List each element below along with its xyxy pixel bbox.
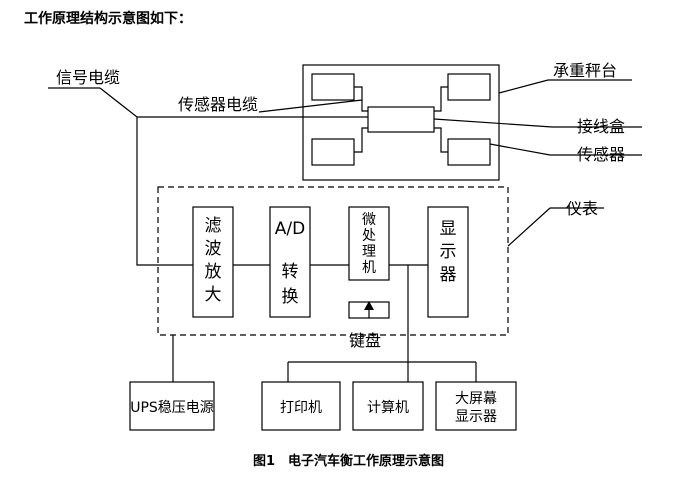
ad-char-1: 转 <box>282 262 299 282</box>
sensor-leader <box>489 143 551 156</box>
platform-frame <box>302 64 500 181</box>
sensor-box-bottom-left <box>311 138 355 166</box>
ups-label: UPS稳压电源 <box>130 400 214 416</box>
printer-label: 打印机 <box>280 399 322 416</box>
sensor-box-top-left <box>311 73 355 101</box>
platform-label: 承重秤台 <box>553 61 617 80</box>
junction-box <box>367 106 435 133</box>
signal-cable-label: 信号电缆 <box>56 68 120 87</box>
signal-cable-line <box>136 116 368 266</box>
mcu-char-2: 处 <box>362 228 376 244</box>
signal-cable-leader <box>99 87 138 118</box>
ad-label-top: A/D <box>275 219 305 239</box>
platform-leader <box>498 79 549 94</box>
junction-box-label: 接线盒 <box>577 117 625 136</box>
ad-char-2: 换 <box>282 287 299 307</box>
instrument-label: 仪表 <box>566 199 598 218</box>
display-char-1: 显 <box>440 219 457 239</box>
computer-box <box>352 381 424 431</box>
wire-sensor-bl <box>354 127 368 153</box>
filter-char-2: 波 <box>205 239 222 259</box>
instrument-enclosure <box>157 186 509 336</box>
display-char-2: 示 <box>440 242 457 262</box>
mcu-char-3: 理 <box>362 244 376 260</box>
mcu-char-1: 微 <box>362 212 376 228</box>
big-screen-box <box>435 381 517 431</box>
big-screen-label-2: 显示器 <box>455 409 497 425</box>
wire-sensor-tl <box>354 86 368 112</box>
filter-char-1: 滤 <box>205 216 222 236</box>
wire-sensor-tr <box>434 86 448 112</box>
computer-label: 计算机 <box>367 400 409 416</box>
filter-char-3: 放 <box>205 262 222 282</box>
page-heading: 工作原理结构示意图如下： <box>24 11 192 27</box>
sensor-cable-label: 传感器电缆 <box>178 95 258 114</box>
junction-leader <box>433 118 553 128</box>
microprocessor-block <box>348 206 390 281</box>
big-screen-label-1: 大屏幕 <box>455 391 497 407</box>
sensor-box-top-right <box>447 73 491 101</box>
mcu-char-4: 机 <box>362 260 376 276</box>
filter-char-4: 大 <box>205 285 222 305</box>
display-char-3: 器 <box>440 265 457 285</box>
sensor-cable-leader <box>258 99 363 113</box>
printer-box <box>261 381 341 431</box>
keyboard-label: 键盘 <box>349 331 381 350</box>
sensor-label: 传感器 <box>577 145 625 164</box>
sensor-box-bottom-right <box>447 138 491 166</box>
figure-caption: 图1 电子汽车衡工作原理示意图 <box>252 454 445 469</box>
display-block <box>427 206 469 318</box>
wire-sensor-br <box>434 127 448 153</box>
instrument-leader <box>507 207 551 247</box>
filter-amplifier-block <box>192 206 234 318</box>
ups-box <box>129 381 215 431</box>
ad-converter-block <box>269 206 311 318</box>
keyboard-arrow-head <box>364 301 374 310</box>
